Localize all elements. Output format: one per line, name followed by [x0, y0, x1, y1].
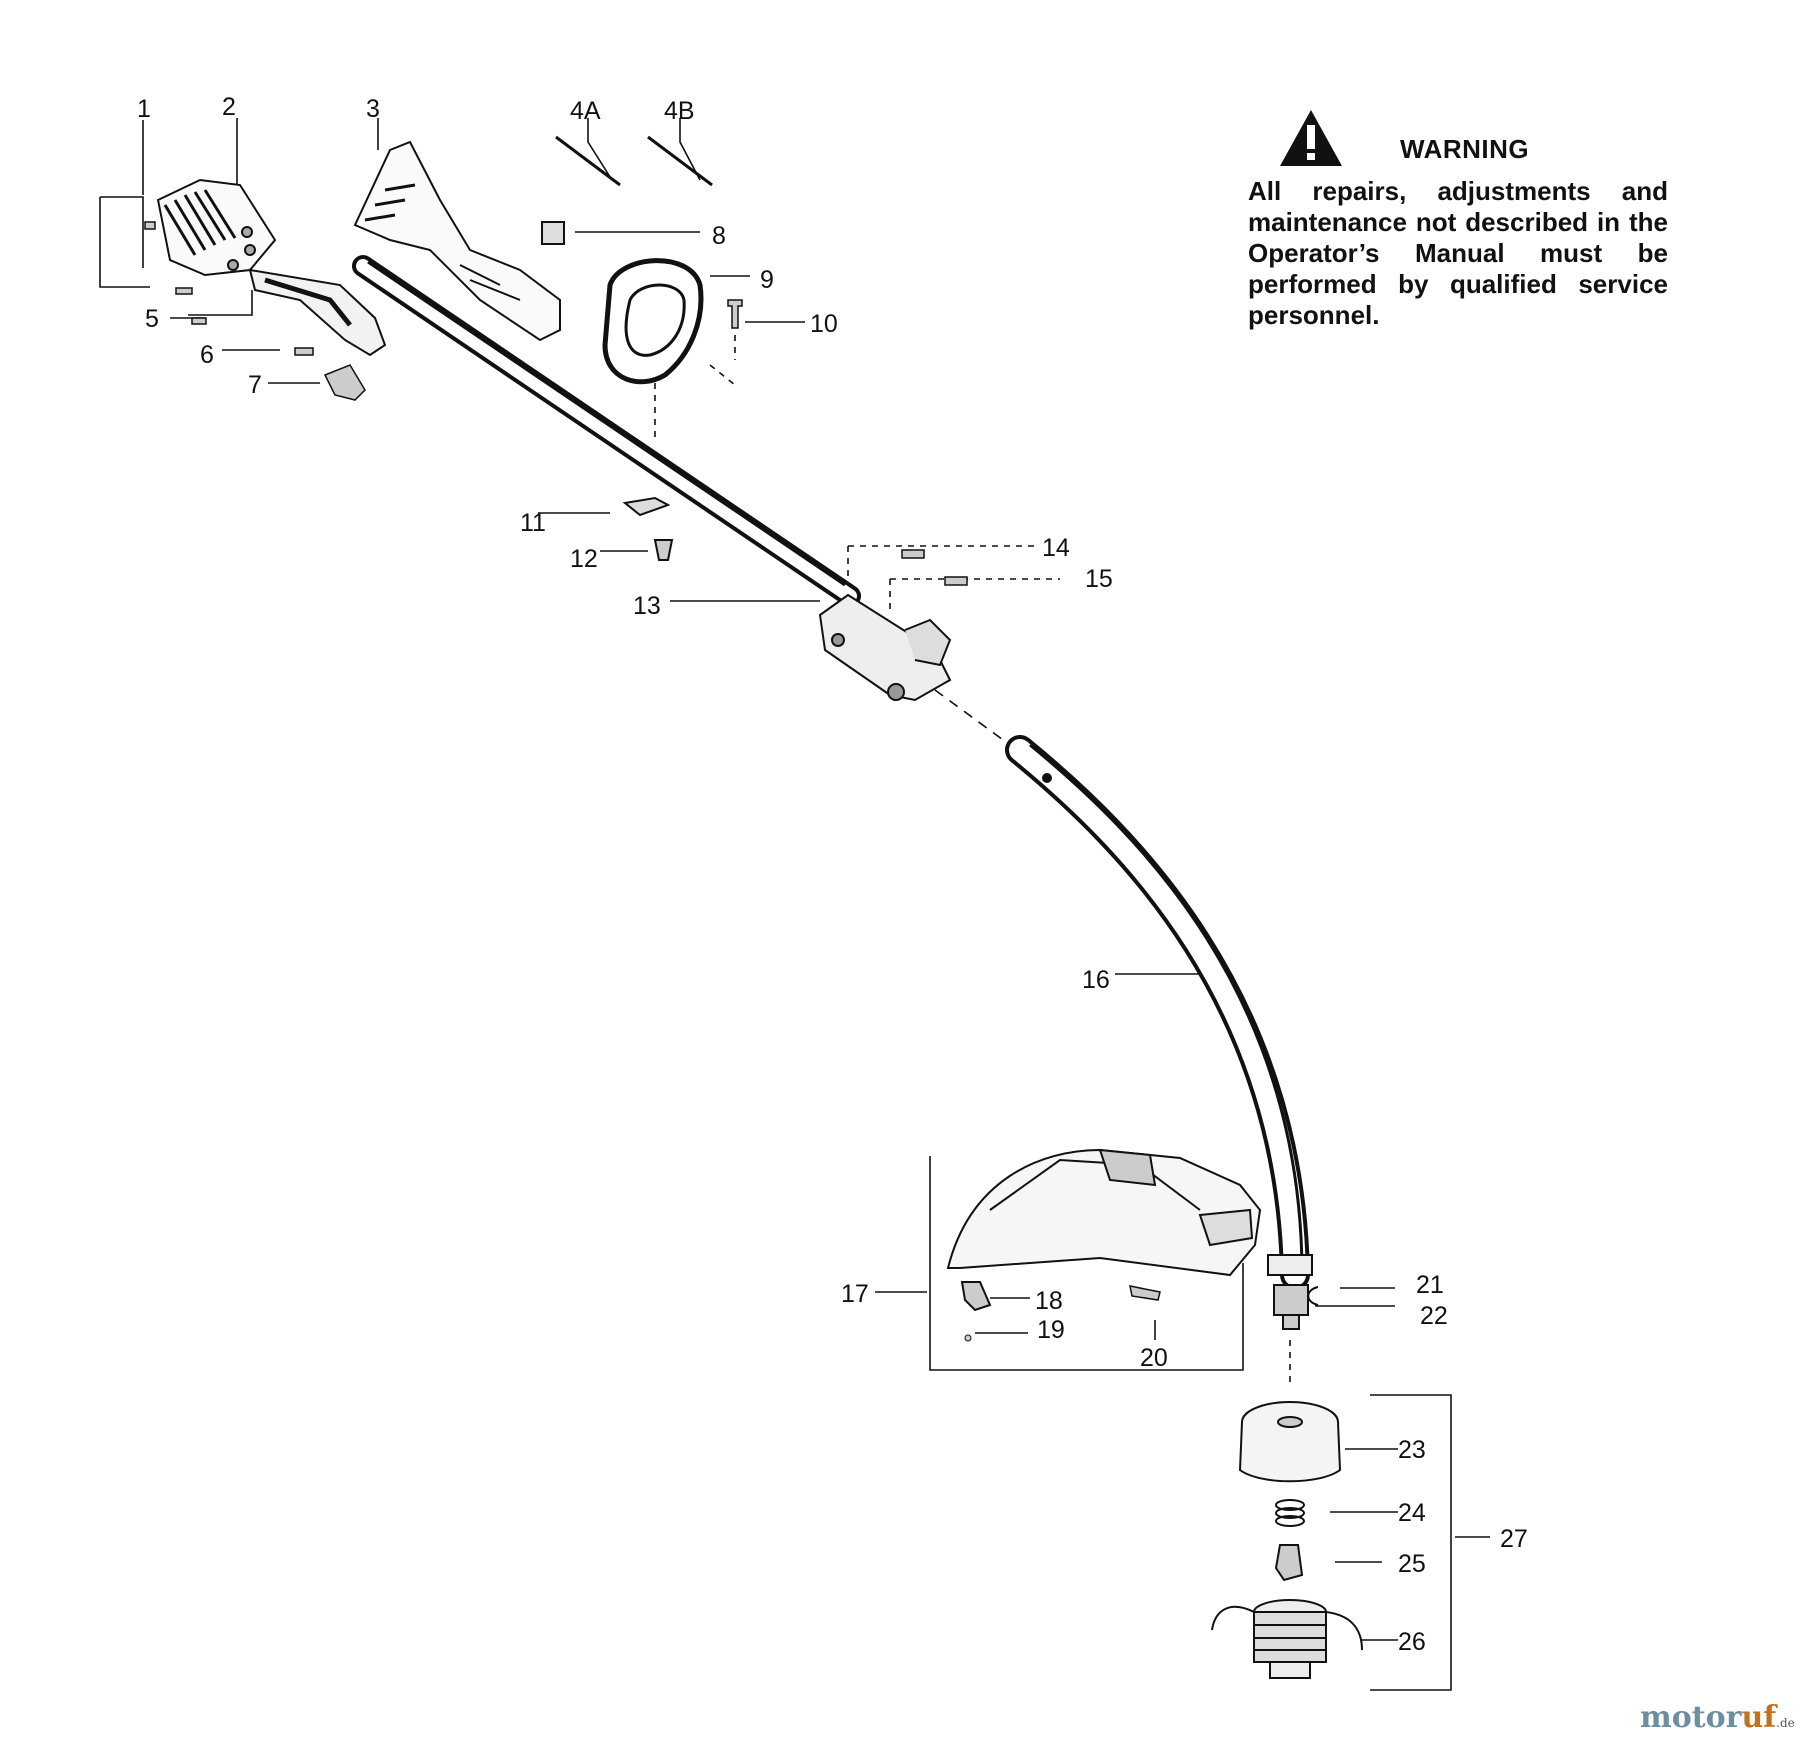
wire-4a [555, 135, 621, 187]
callout-12: 12 [570, 545, 598, 573]
callout-13: 13 [633, 592, 661, 620]
screw-part-14 [901, 549, 925, 559]
clip-part-21 [1307, 1286, 1319, 1306]
callout-4a: 4A [570, 97, 601, 125]
callout-3: 3 [366, 95, 380, 123]
eyelet-part-25 [1274, 1544, 1304, 1582]
callout-26: 26 [1398, 1628, 1426, 1656]
callout-8: 8 [712, 222, 726, 250]
wire-4b [647, 135, 713, 187]
callout-6: 6 [200, 341, 214, 369]
engine-housing [156, 178, 387, 357]
warning-text: All repairs, adjustments and maintenance… [1248, 176, 1668, 330]
callout-10: 10 [810, 310, 838, 338]
warning-icon [1280, 110, 1342, 166]
callout-2: 2 [222, 93, 236, 121]
callout-19: 19 [1037, 1316, 1065, 1344]
lower-shaft [1005, 735, 1310, 1290]
callout-21: 21 [1416, 1271, 1444, 1299]
callout-5: 5 [145, 305, 159, 333]
spool-part-26 [1211, 1599, 1363, 1679]
callout-18: 18 [1035, 1287, 1063, 1315]
screw-part-5b [175, 287, 193, 295]
callout-9: 9 [760, 266, 774, 294]
warning-title: WARNING [1400, 134, 1530, 164]
screw-part-5 [191, 317, 207, 325]
callout-23: 23 [1398, 1436, 1426, 1464]
callout-24: 24 [1398, 1499, 1426, 1527]
screw-part-19 [964, 1334, 972, 1342]
watermark-logo: motoruf.de [1640, 1700, 1795, 1735]
callout-15: 15 [1085, 565, 1113, 593]
coupler [818, 593, 952, 702]
callout-7: 7 [248, 371, 262, 399]
watermark-main: motor [1640, 1700, 1742, 1735]
callout-11: 11 [520, 509, 546, 537]
spool-cover-part-23 [1238, 1401, 1342, 1483]
switch-part-8 [541, 221, 565, 245]
bolt-part-20 [1129, 1285, 1161, 1301]
callout-4b: 4B [664, 97, 695, 125]
spring-part-24 [1275, 1499, 1305, 1527]
clip-part-18 [960, 1281, 992, 1312]
callout-25: 25 [1398, 1550, 1426, 1578]
screw-part-6 [294, 347, 314, 356]
upper-shaft [352, 255, 861, 607]
guard-part-17 [946, 1148, 1262, 1277]
bolt-part-10 [727, 299, 743, 329]
handle-frame [353, 140, 561, 342]
screw-part-1 [144, 221, 156, 230]
callout-27: 27 [1500, 1525, 1528, 1553]
watermark-accent: uf [1741, 1700, 1777, 1735]
clamp-part-11 [622, 496, 671, 517]
callout-16: 16 [1082, 966, 1110, 994]
wingnut-part-12 [653, 539, 674, 561]
callout-1: 1 [137, 95, 151, 123]
callout-14: 14 [1042, 534, 1070, 562]
trigger-part-7 [323, 364, 366, 401]
callout-22: 22 [1420, 1302, 1448, 1330]
callout-17: 17 [841, 1280, 869, 1308]
nut-part-22 [1267, 1254, 1313, 1330]
callout-20: 20 [1140, 1344, 1168, 1372]
watermark-tld: .de [1776, 1716, 1795, 1730]
screw-part-15 [944, 576, 968, 586]
assist-handle-part-9 [602, 258, 704, 385]
